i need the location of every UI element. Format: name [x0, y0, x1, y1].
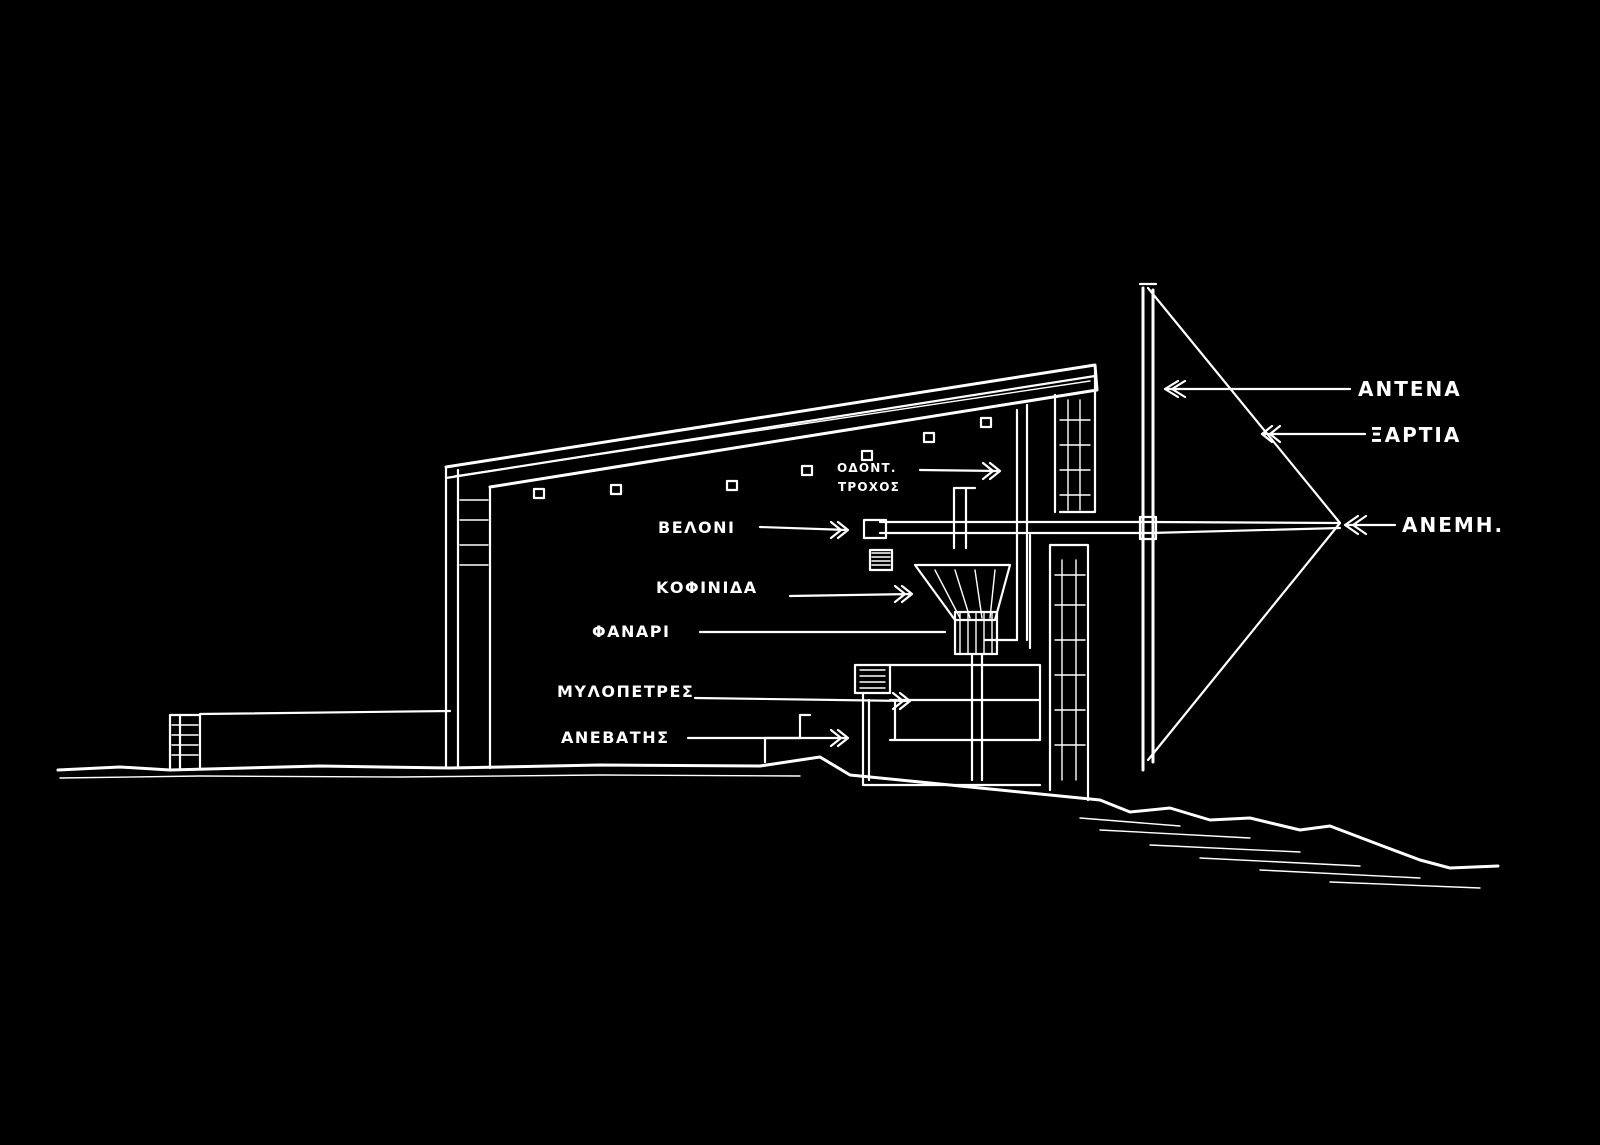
label-odont-line2: ΤΡΟΧΟΣ: [838, 480, 901, 494]
label-xartia: ΞΑΡΤΙΑ: [1370, 423, 1462, 447]
low-wall: [168, 709, 452, 770]
label-anevatis: ΑΝΕΒΑΤΗΣ: [561, 728, 670, 747]
label-antena: ΑΝΤΕΝΑ: [1358, 377, 1462, 401]
ground-line: [56, 755, 1500, 889]
label-odont-line1: ΟΔΟΝΤ.: [837, 461, 897, 475]
label-anemi: ΑΝΕΜΗ.: [1402, 513, 1505, 537]
sail-mast: [1138, 282, 1342, 772]
label-veloni: ΒΕΛΟΝΙ: [658, 518, 736, 537]
label-kofinida: ΚΟΦΙΝΙΔΑ: [656, 578, 758, 597]
leader-lines: [686, 379, 1397, 748]
building-section: [444, 363, 1342, 802]
label-fanari: ΦΑΝΑΡΙ: [592, 622, 671, 641]
label-mylopetres: ΜΥΛΟΠΕΤΡΕΣ: [557, 682, 695, 701]
